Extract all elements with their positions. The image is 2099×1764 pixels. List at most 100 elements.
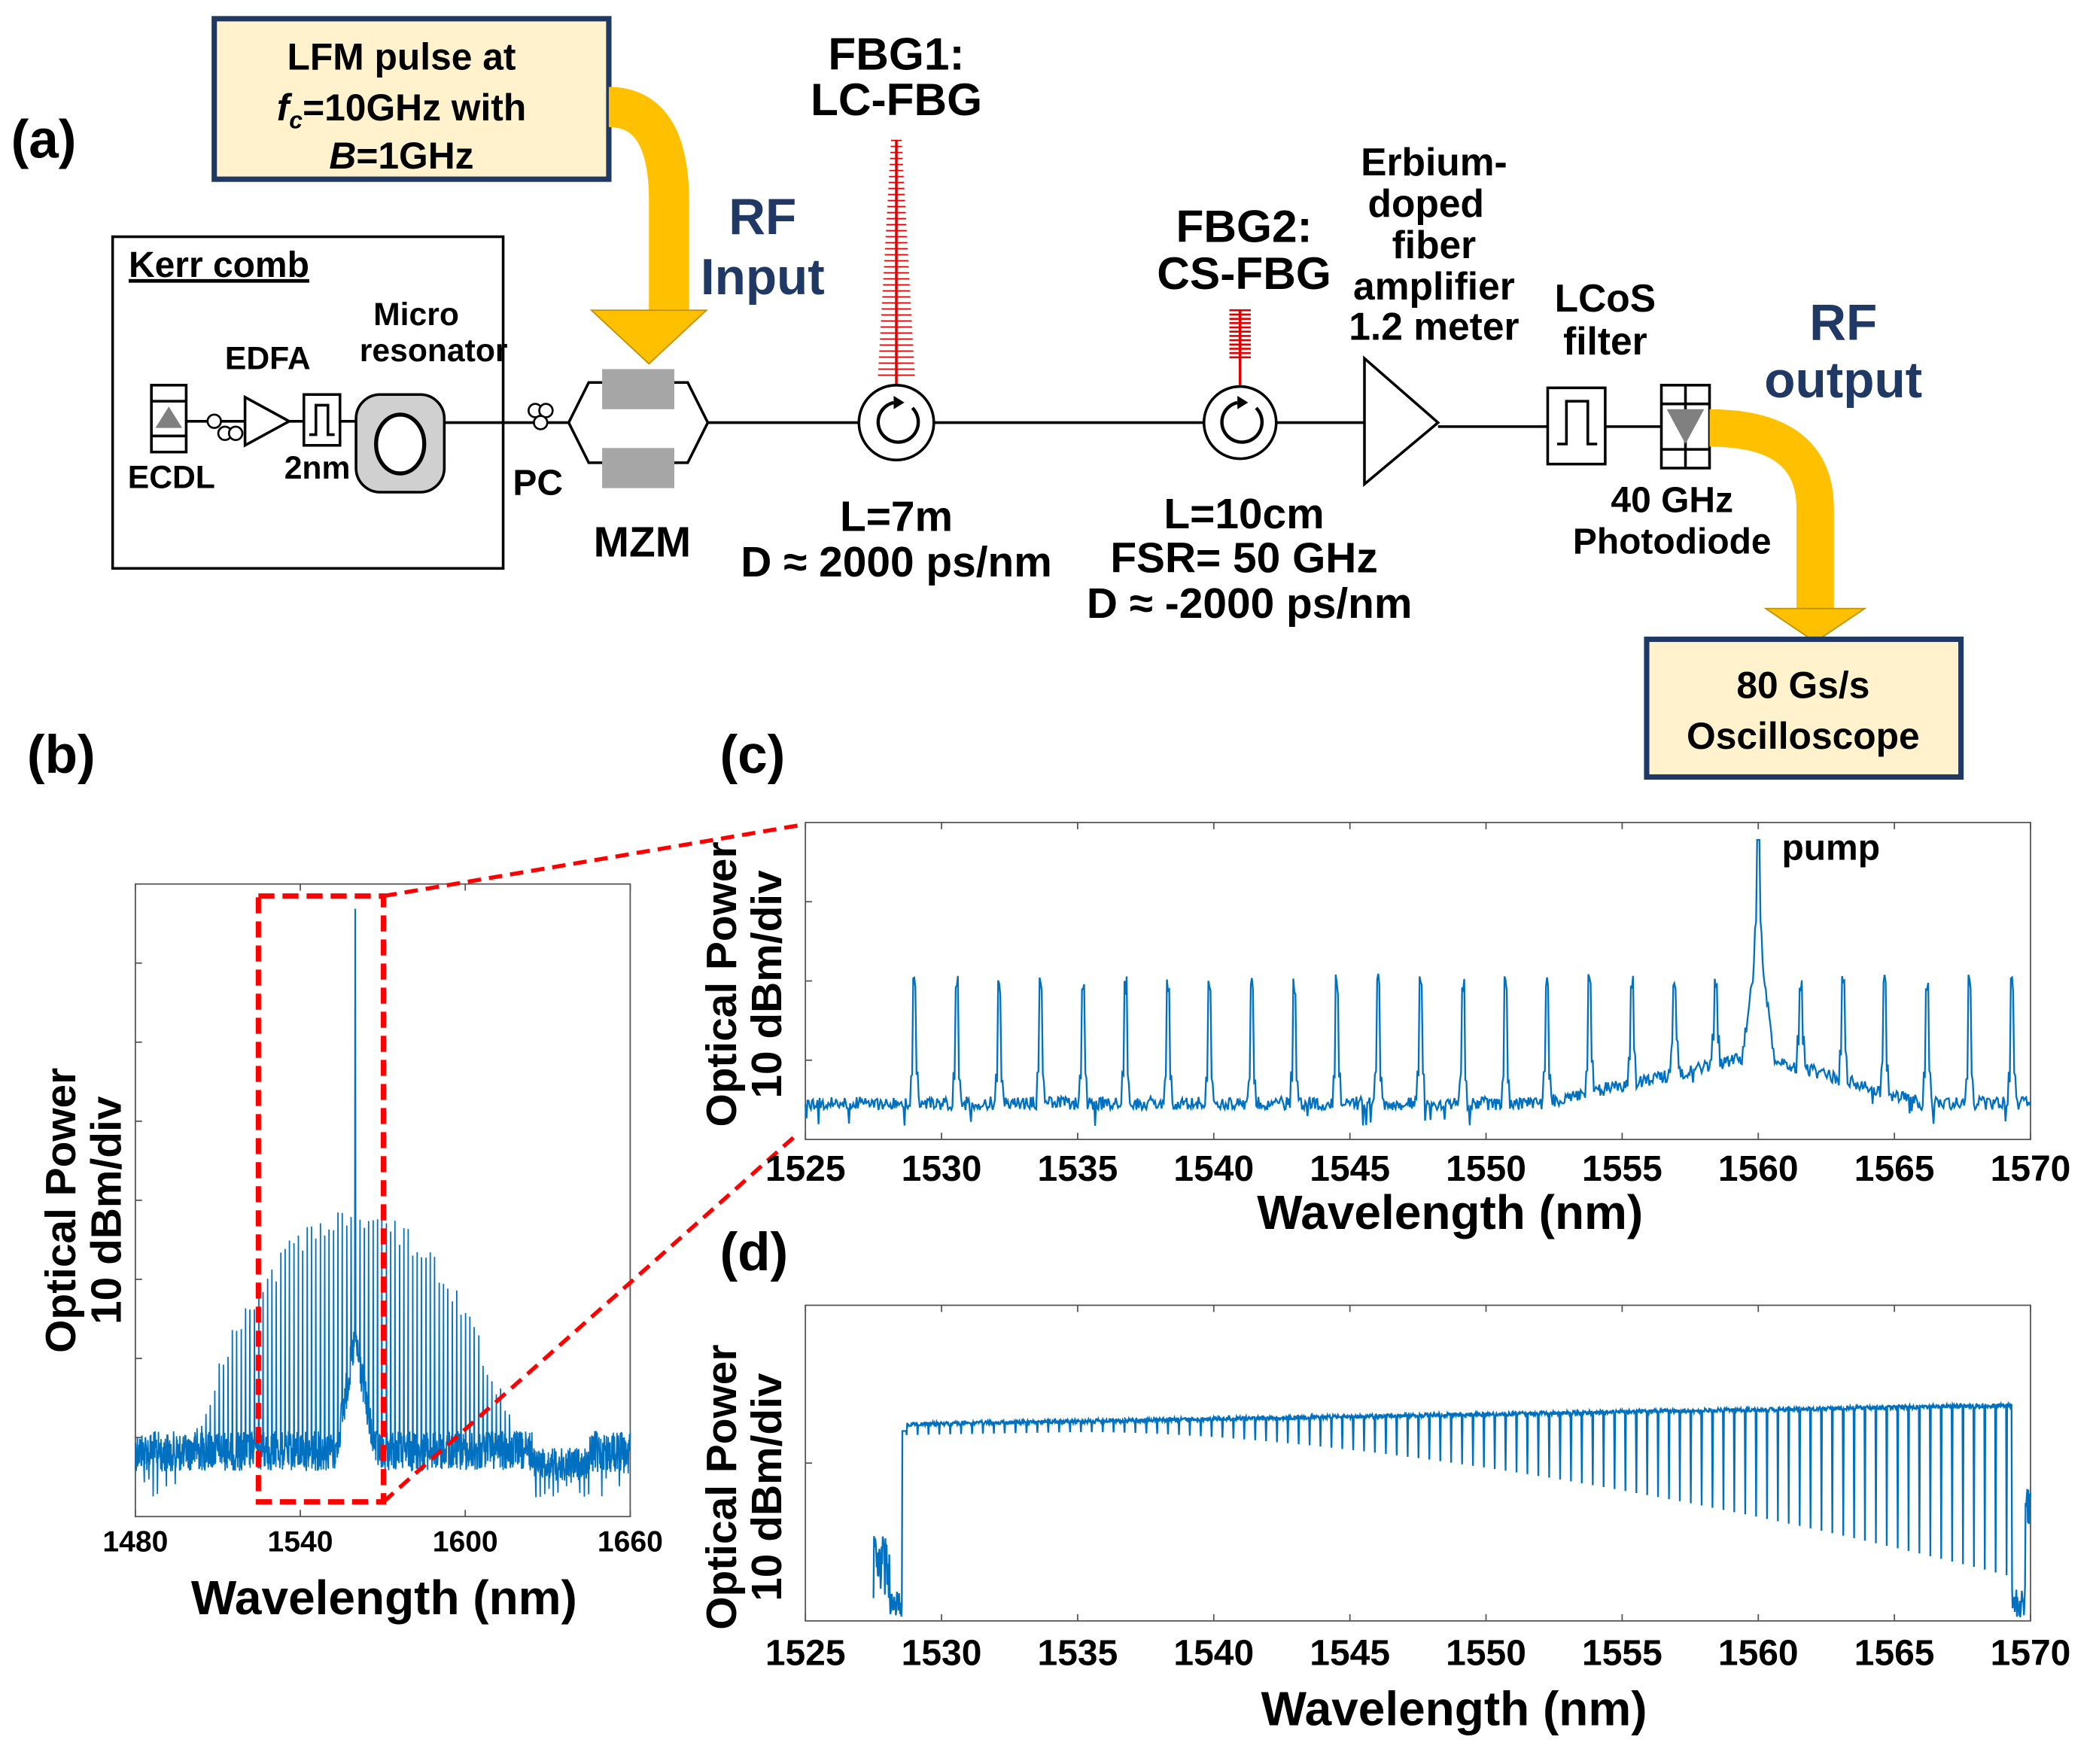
x-tick-label: 1530 [902, 1149, 982, 1189]
rf-input-arrow [607, 87, 689, 311]
erbium-label-1: Erbium- [1361, 140, 1507, 184]
fbg1-length: L=7m [840, 494, 953, 541]
chart-d-ylabel-1: Optical Power [698, 1345, 746, 1630]
x-tick-label: 1545 [1310, 1633, 1390, 1673]
erbium-amplifier-icon [1363, 355, 1440, 488]
x-tick-label: 1525 [765, 1149, 846, 1189]
chart-b-spectrum-line [134, 908, 631, 1498]
rf-input-label-1: RF [729, 189, 796, 245]
x-tick-label: 1660 [598, 1525, 663, 1558]
fbg2-length: L=10cm [1164, 491, 1324, 538]
panel-c: (c) pump 1525 1530 1535 1540 1545 1550 1555 156… [698, 725, 2071, 1239]
x-tick-label: 1540 [268, 1525, 333, 1558]
fbg2-grating-icon [1229, 309, 1251, 359]
fbg2-dispersion: D ≈ -2000 ps/nm [1087, 580, 1413, 628]
lfm-line-3: B=1GHz [329, 135, 473, 177]
fbg2-title-1: FBG2: [1176, 201, 1312, 252]
x-tick-label: 1550 [1446, 1633, 1526, 1673]
x-tick-label: 1560 [1718, 1633, 1799, 1673]
chart-c-pump-annotation: pump [1781, 829, 1880, 868]
ecdl-label: ECDL [128, 460, 215, 496]
x-tick-label: 1555 [1582, 1633, 1662, 1673]
x-tick-label: 1565 [1854, 1149, 1935, 1189]
circulator-icon-1 [857, 384, 935, 462]
polarization-controller-icon-1 [206, 413, 244, 441]
oscilloscope-label-2: Oscilloscope [1687, 715, 1920, 757]
fbg1-title-1: FBG1: [828, 28, 964, 79]
lcos-filter-icon [1546, 386, 1607, 466]
x-tick-label: 1540 [1173, 1633, 1254, 1673]
lfm-line-2: fc=10GHz with [277, 87, 527, 134]
panel-c-label: (c) [719, 725, 785, 785]
chart-c-ylabel-2: 10 dBm/div [744, 870, 791, 1099]
chart-c-ylabel-1: Optical Power [698, 841, 746, 1127]
x-tick-label: 1530 [902, 1633, 982, 1673]
photodiode-icon [1659, 384, 1711, 470]
x-tick-label: 1600 [433, 1525, 498, 1558]
x-tick-label: 1540 [1173, 1149, 1254, 1189]
chart-c-xtick-labels: 1525 1530 1535 1540 1545 1550 1555 1560 1565 1570 [765, 822, 2071, 1189]
x-tick-label: 1545 [1310, 1149, 1390, 1189]
panel-a: (a) LFM pulse at fc=10GHz with B=1GHz RF… [11, 16, 1964, 780]
panel-d-label: (d) [719, 1223, 788, 1282]
lcos-label-2: filter [1563, 319, 1647, 363]
x-tick-label: 1565 [1854, 1633, 1935, 1673]
ecdl-laser-icon [150, 384, 188, 454]
chart-b-ylabel-2: 10 dBm/div [83, 1096, 130, 1325]
microresonator-icon [354, 393, 446, 494]
erbium-label-2: doped [1367, 181, 1484, 225]
fbg1-dispersion: D ≈ 2000 ps/nm [741, 539, 1052, 586]
x-tick-label: 1535 [1038, 1149, 1118, 1189]
lfm-line-1: LFM pulse at [287, 35, 516, 78]
fbg2-fsr: FSR= 50 GHz [1110, 535, 1377, 582]
oscilloscope-label-1: 80 Gs/s [1736, 665, 1869, 707]
rf-output-arrow [1709, 409, 1834, 609]
x-tick-label: 1525 [765, 1633, 846, 1673]
bandpass-filter-icon [302, 393, 342, 447]
fbg2-title-2: CS-FBG [1157, 248, 1331, 299]
x-tick-label: 1555 [1582, 1149, 1662, 1189]
chart-b-xtick-labels: 1480 1540 1600 1660 [102, 884, 663, 1558]
chart-b-ylabel-1: Optical Power [38, 1068, 85, 1353]
chart-d-xlabel: Wavelength (nm) [1261, 1681, 1647, 1735]
chart-c-xlabel: Wavelength (nm) [1257, 1185, 1643, 1239]
polarization-controller-icon-2 [527, 403, 554, 430]
x-tick-label: 1570 [1991, 1149, 2071, 1189]
chart-b-yticks [135, 962, 142, 1439]
panel-a-label: (a) [11, 111, 77, 170]
erbium-label-5: 1.2 meter [1349, 304, 1519, 348]
chart-d-frame [805, 1304, 2031, 1622]
kerr-comb-box [111, 235, 505, 570]
x-tick-label: 1480 [102, 1525, 168, 1558]
rf-input-label-2: Input [701, 249, 825, 306]
chart-d-ylabel-2: 10 dBm/div [744, 1373, 791, 1601]
rf-output-label-2: output [1764, 352, 1922, 409]
lfm-pulse-box [211, 16, 612, 182]
zoom-connector-bottom [382, 1132, 799, 1504]
oscilloscope-box [1644, 636, 1964, 780]
chart-c-yticks [805, 901, 813, 1061]
x-tick-label: 1535 [1038, 1633, 1118, 1673]
rf-input-arrowhead [589, 309, 708, 365]
zoom-connector-top [383, 823, 801, 899]
x-tick-label: 1550 [1446, 1149, 1526, 1189]
photodiode-label-2: Photodiode [1573, 522, 1772, 562]
edfa-amplifier-icon [243, 394, 292, 448]
fbg1-grating-icon [878, 139, 915, 376]
microresonator-label-2: resonator [360, 333, 508, 369]
x-tick-label: 1560 [1718, 1149, 1799, 1189]
filter-2nm-label: 2nm [284, 450, 351, 486]
rf-output-label-1: RF [1809, 294, 1877, 351]
chart-c-frame [805, 822, 2031, 1140]
lcos-label-1: LCoS [1555, 276, 1656, 320]
photodiode-label-1: 40 GHz [1611, 481, 1733, 521]
chart-c-spectrum-line [805, 838, 2032, 1127]
erbium-label-3: fiber [1392, 223, 1477, 266]
circulator-icon-2 [1202, 385, 1278, 461]
edfa-label: EDFA [225, 340, 311, 376]
chart-d-spectrum-line [872, 1401, 2032, 1618]
x-tick-label: 1570 [1991, 1633, 2071, 1673]
panel-b-label: (b) [27, 725, 96, 785]
